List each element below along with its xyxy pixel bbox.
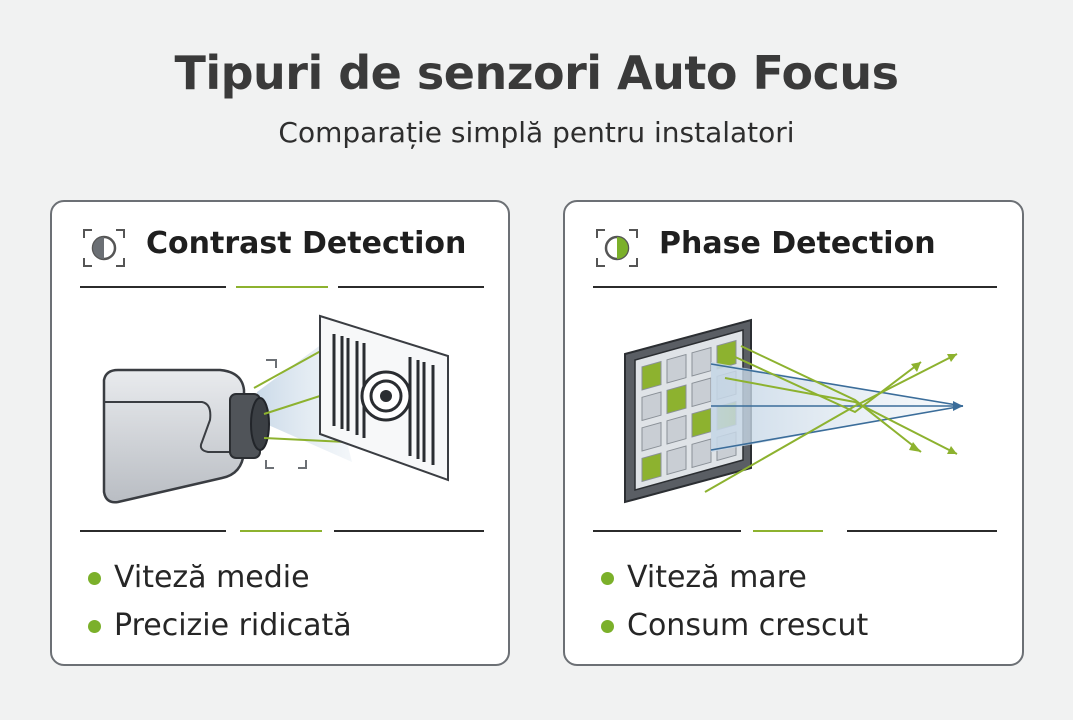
bullet-dot-icon [88,572,101,585]
sensor-cell [641,391,662,422]
phase-detection-illustration [624,318,964,504]
card-title: Contrast Detection [146,226,467,261]
sensor-cell [641,452,662,483]
sensor-cell [666,384,687,415]
bullet-dot-icon [88,620,101,633]
divider [593,286,997,288]
list-item: Consum crescut [601,606,868,654]
divider-accent [236,286,328,288]
divider [593,530,741,532]
page-title: Tipuri de senzori Auto Focus [174,46,899,100]
feature-list: Viteză mare Consum crescut [601,558,868,654]
list-item: Viteză medie [88,558,352,606]
divider-accent [753,530,823,532]
divider [80,286,226,288]
divider [80,530,226,532]
divider [334,530,484,532]
divider-accent [240,530,322,532]
page-subtitle: Comparație simplă pentru instalatori [278,116,795,149]
feature-list: Viteză medie Precizie ridicată [88,558,352,654]
sensor-cell [691,407,712,438]
contrast-focus-icon [83,229,125,267]
sensor-cell [641,360,662,391]
bullet-dot-icon [601,572,614,585]
sensor-cell [691,377,712,408]
sensor-cell [666,353,687,384]
sensor-cell [691,438,712,469]
card-phase-detection: Phase Detection [563,200,1024,666]
sensor-cell [641,421,662,452]
list-item: Viteză mare [601,558,868,606]
bullet-dot-icon [601,620,614,633]
contrast-detection-illustration [102,314,449,504]
card-contrast-detection: Contrast Detection [50,200,510,666]
sensor-cell [691,346,712,377]
sensor-cell [666,414,687,445]
card-title: Phase Detection [659,226,936,261]
divider [338,286,484,288]
barcode-target-icon [319,314,449,482]
sensor-cell [666,445,687,476]
camera-icon [102,368,270,504]
list-item: Precizie ridicată [88,606,352,654]
sensor-cell [716,339,737,370]
phase-focus-icon [596,229,638,267]
divider [847,530,997,532]
